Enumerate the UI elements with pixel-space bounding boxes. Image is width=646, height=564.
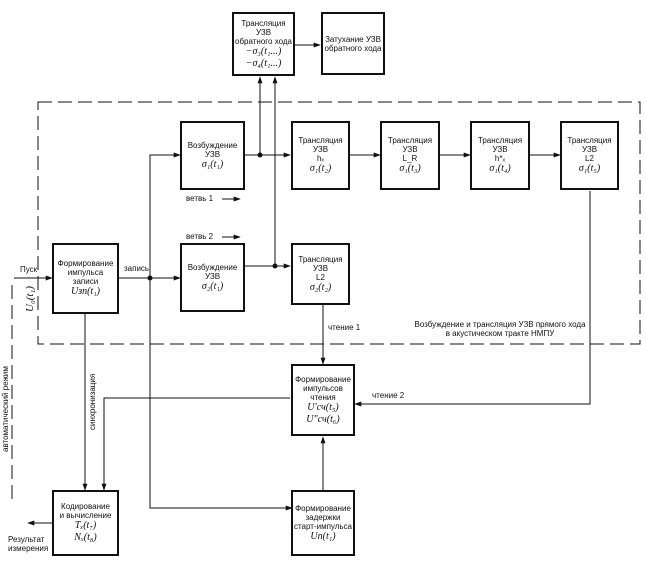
label-record: запись	[124, 264, 150, 273]
label-u0: U₀(t₁)	[24, 286, 36, 312]
label-auto-mode: автоматический режим	[1, 366, 10, 452]
block-excitation-1: Возбуждение УЗВ σ₁(t₁)	[180, 121, 245, 190]
block-write-pulse: Формирование импульса записи Uзп(t₁)	[52, 243, 119, 314]
label-result: Результат измерения	[8, 535, 49, 553]
connector	[149, 152, 181, 278]
label-sync: синхронизация	[88, 373, 97, 430]
junction-dot	[272, 263, 278, 269]
block-delay-start: Формирование задержки старт-импульса Uп(…	[291, 490, 355, 556]
block-translation-hx-star: Трансляция УЗВ h*ₓ σ₁(t₄)	[470, 121, 530, 190]
block-attenuation-back: Затухание УЗВ обратного хода	[321, 12, 385, 75]
label-read-1: чтение 1	[328, 323, 361, 332]
label-start: Пуск	[20, 265, 38, 274]
block-translation-l2-mid: Трансляция УЗВ L2 σ₂(t₂)	[291, 243, 350, 305]
block-excitation-2: Возбуждение УЗВ σ₂(t₁)	[180, 243, 245, 312]
label-read-2: чтение 2	[372, 391, 405, 400]
block-coding: Кодирование и вычисление Tₓ(t₇) Nₓ(t₈)	[52, 490, 119, 556]
label-branch-2: ветвь 2	[186, 232, 214, 241]
connector	[101, 397, 290, 491]
block-translation-l2-top: Трансляция УЗВ L2 σ₁(t₅)	[560, 121, 619, 190]
block-translation-back: Трансляция УЗВ обратного хода −σ₃(t₁...)…	[232, 12, 295, 76]
label-branch-1: ветвь 1	[186, 194, 214, 203]
block-read-pulses: Формирование импульсов чтения U′сч(t₅) U…	[291, 364, 355, 436]
block-translation-lr: Трансляция УЗВ L_R σ₁(t₃)	[380, 121, 440, 190]
block-translation-hx: Трансляция УЗВ hₓ σ₁(t₂)	[291, 121, 350, 190]
connector	[149, 278, 293, 511]
junction-dot	[147, 275, 153, 281]
connector	[354, 191, 591, 407]
forward-path-boundary	[37, 101, 641, 345]
label-forward-path: Возбуждение и трансляция УЗВ прямого ход…	[414, 320, 586, 338]
junction-dot	[257, 152, 263, 158]
